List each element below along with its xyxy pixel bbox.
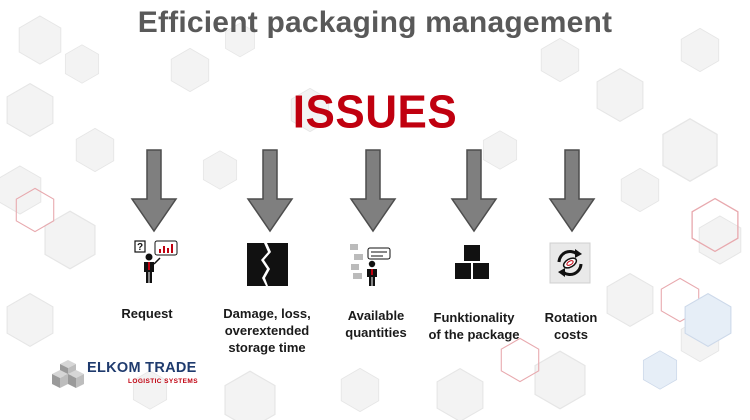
down-arrow-icon <box>450 149 498 233</box>
down-arrow-icon <box>246 149 294 233</box>
elkom-trade-logo: ELKOM TRADE LOGISTIC SYSTEMS <box>50 356 200 392</box>
stacked-boxes-icon <box>455 245 489 279</box>
down-arrow-icon <box>130 149 178 233</box>
logo-blocks-icon <box>52 360 84 388</box>
logo-name: ELKOM TRADE <box>87 360 197 376</box>
person-inventory-icon <box>350 244 391 286</box>
label-funktionality: Funktionality of the package <box>428 310 520 342</box>
label-available-quantities: Available quantities <box>345 308 407 340</box>
down-arrow-icon <box>349 149 397 233</box>
rotation-coin-icon <box>549 242 591 284</box>
down-arrow-icon <box>548 149 596 233</box>
label-rotation-costs: Rotation costs <box>544 310 598 342</box>
label-damage-loss: Damage, loss, overextended storage time <box>223 306 311 355</box>
broken-box-icon <box>247 243 288 286</box>
issues-heading: ISSUES <box>292 86 458 139</box>
logo-subtitle: LOGISTIC SYSTEMS <box>128 378 198 385</box>
page-title: Efficient packaging management <box>137 6 613 39</box>
label-request: Request <box>121 306 173 321</box>
person-question-chart-icon: ? <box>134 240 178 283</box>
svg-text:?: ? <box>137 242 143 253</box>
